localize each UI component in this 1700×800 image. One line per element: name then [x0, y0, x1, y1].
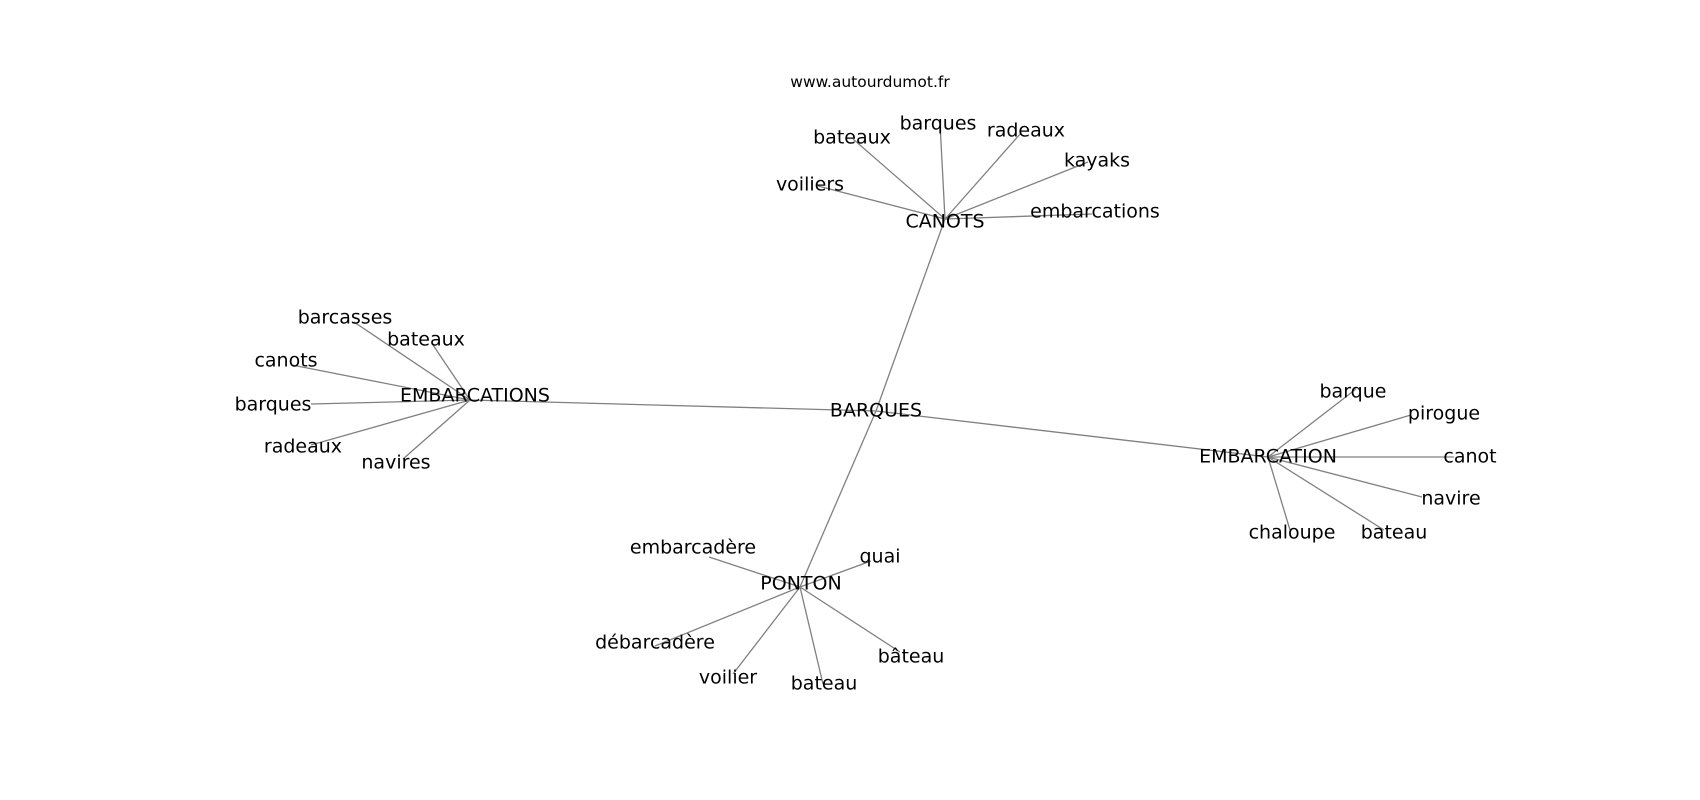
node-word-canots-3: radeaux — [987, 120, 1065, 142]
edge-embarcations-4 — [310, 399, 471, 446]
edge-canots-3 — [944, 132, 1022, 220]
edge-center-embarcations — [469, 399, 877, 412]
node-word-embarcations-3: barques — [235, 394, 312, 416]
site-watermark: www.autourdumot.fr — [790, 73, 950, 91]
node-word-ponton-5: bâteau — [878, 646, 945, 668]
edge-ponton-5 — [799, 586, 901, 653]
edge-canots-5 — [944, 213, 1093, 220]
edge-canots-2 — [939, 122, 946, 220]
edge-canots-0 — [817, 185, 946, 220]
edge-ponton-3 — [732, 586, 801, 675]
node-word-canots-2: barques — [900, 113, 977, 135]
node-word-ponton-1: quai — [859, 546, 900, 568]
node-hub-embarcations: EMBARCATIONS — [400, 385, 550, 407]
graph-edges — [291, 122, 1454, 685]
edge-embarcations-1 — [432, 344, 471, 401]
node-word-canots-0: voiliers — [776, 174, 844, 196]
edge-ponton-4 — [799, 586, 824, 685]
node-center: BARQUES — [830, 400, 922, 422]
edge-center-canots — [875, 218, 946, 412]
edge-embarcation-0 — [1267, 388, 1357, 458]
edge-embarcation-4 — [1267, 456, 1385, 531]
node-word-ponton-3: voilier — [699, 667, 757, 689]
edge-embarcations-2 — [291, 364, 471, 401]
node-hub-canots: CANOTS — [905, 211, 984, 233]
node-word-embarcation-4: bateau — [1361, 522, 1428, 544]
edge-center-embarcation — [875, 410, 1269, 458]
edge-embarcations-0 — [353, 321, 471, 401]
edge-embarcations-5 — [402, 399, 471, 460]
edge-canots-1 — [852, 138, 946, 220]
node-word-embarcations-0: barcasses — [298, 307, 393, 329]
edge-embarcation-3 — [1267, 456, 1423, 498]
node-hub-embarcation: EMBARCATION — [1199, 446, 1337, 468]
edge-embarcation-1 — [1267, 414, 1412, 458]
node-word-ponton-4: bateau — [791, 673, 858, 695]
node-word-embarcations-5: navires — [361, 452, 430, 474]
node-hub-ponton: PONTON — [760, 573, 841, 595]
edge-canots-4 — [944, 161, 1089, 220]
node-word-embarcations-2: canots — [254, 350, 317, 372]
node-word-embarcations-1: bateaux — [387, 329, 465, 351]
node-word-embarcation-5: chaloupe — [1249, 522, 1336, 544]
node-word-embarcation-1: pirogue — [1408, 403, 1480, 425]
node-word-embarcation-3: navire — [1421, 488, 1480, 510]
edge-embarcations-3 — [310, 399, 471, 405]
node-word-embarcation-2: canot — [1443, 446, 1496, 468]
node-word-embarcation-0: barque — [1320, 381, 1387, 403]
graph-labels: BARQUES CANOTS voiliers bateaux barques radea… — [235, 113, 1497, 695]
edge-center-ponton — [799, 410, 877, 588]
node-word-canots-5: embarcations — [1030, 201, 1160, 223]
node-word-embarcations-4: radeaux — [264, 436, 342, 458]
node-word-canots-4: kayaks — [1064, 150, 1130, 172]
edge-ponton-1 — [799, 560, 872, 588]
node-word-ponton-2: débarcadère — [595, 632, 715, 654]
edge-ponton-2 — [654, 586, 801, 647]
node-word-canots-1: bateaux — [813, 127, 891, 149]
edge-embarcation-5 — [1267, 456, 1291, 531]
edge-ponton-0 — [708, 556, 801, 588]
node-word-ponton-0: embarcadère — [630, 537, 756, 559]
